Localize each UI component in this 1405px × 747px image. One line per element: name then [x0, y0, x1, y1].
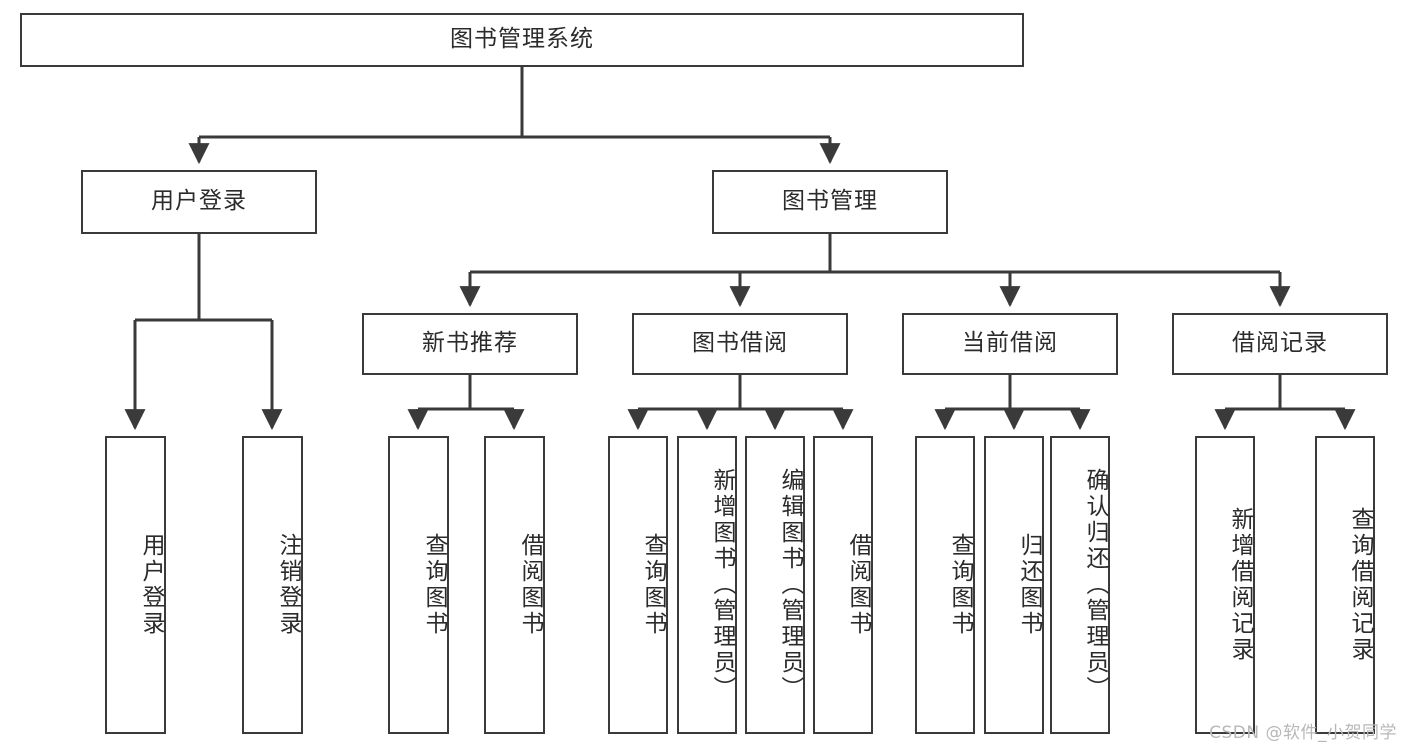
node-user-login-do-label: 用户登录 [138, 533, 164, 637]
node-user-login-do[interactable]: 用户登录 [105, 436, 166, 734]
node-edit-book-admin-label: 编辑图书（管理员） [777, 468, 803, 702]
node-return-book-label: 归还图书 [1016, 533, 1042, 637]
node-user-login-label: 用户登录 [151, 188, 247, 215]
node-book-borrow[interactable]: 图书借阅 [632, 313, 848, 375]
node-borrow-records-label: 借阅记录 [1232, 330, 1328, 357]
node-user-logout[interactable]: 注销登录 [242, 436, 303, 734]
node-return-book[interactable]: 归还图书 [984, 436, 1044, 734]
node-confirm-return-admin[interactable]: 确认归还（管理员） [1050, 436, 1110, 734]
node-root[interactable]: 图书管理系统 [20, 13, 1024, 67]
node-query-book-1-label: 查询图书 [421, 533, 447, 637]
node-book-borrow-label: 图书借阅 [692, 330, 788, 357]
node-root-label: 图书管理系统 [450, 26, 594, 53]
node-borrow-records[interactable]: 借阅记录 [1172, 313, 1388, 375]
node-query-book-3-label: 查询图书 [947, 533, 973, 637]
node-query-book-1[interactable]: 查询图书 [388, 436, 449, 734]
node-confirm-return-admin-label: 确认归还（管理员） [1082, 468, 1108, 702]
node-borrow-book-1-label: 借阅图书 [517, 533, 543, 637]
node-edit-book-admin[interactable]: 编辑图书（管理员） [745, 436, 805, 734]
node-new-book-recommend[interactable]: 新书推荐 [362, 313, 578, 375]
node-query-book-2-label: 查询图书 [640, 533, 666, 637]
node-book-management-label: 图书管理 [782, 188, 878, 215]
node-current-borrow[interactable]: 当前借阅 [902, 313, 1118, 375]
node-book-management[interactable]: 图书管理 [712, 170, 948, 234]
node-query-book-3[interactable]: 查询图书 [915, 436, 975, 734]
node-query-borrow-record-label: 查询借阅记录 [1347, 507, 1373, 663]
node-borrow-book-2-label: 借阅图书 [845, 533, 871, 637]
node-add-borrow-record-label: 新增借阅记录 [1227, 507, 1253, 663]
node-query-borrow-record[interactable]: 查询借阅记录 [1315, 436, 1375, 734]
node-current-borrow-label: 当前借阅 [962, 330, 1058, 357]
node-borrow-book-1[interactable]: 借阅图书 [484, 436, 545, 734]
node-query-book-2[interactable]: 查询图书 [608, 436, 668, 734]
node-add-book-admin-label: 新增图书（管理员） [709, 468, 735, 702]
node-borrow-book-2[interactable]: 借阅图书 [813, 436, 873, 734]
node-user-login[interactable]: 用户登录 [81, 170, 317, 234]
node-new-book-recommend-label: 新书推荐 [422, 330, 518, 357]
node-user-logout-label: 注销登录 [275, 533, 301, 637]
watermark-text: CSDN @软件_小贺同学 [1209, 723, 1397, 743]
node-add-borrow-record[interactable]: 新增借阅记录 [1195, 436, 1255, 734]
node-add-book-admin[interactable]: 新增图书（管理员） [677, 436, 737, 734]
